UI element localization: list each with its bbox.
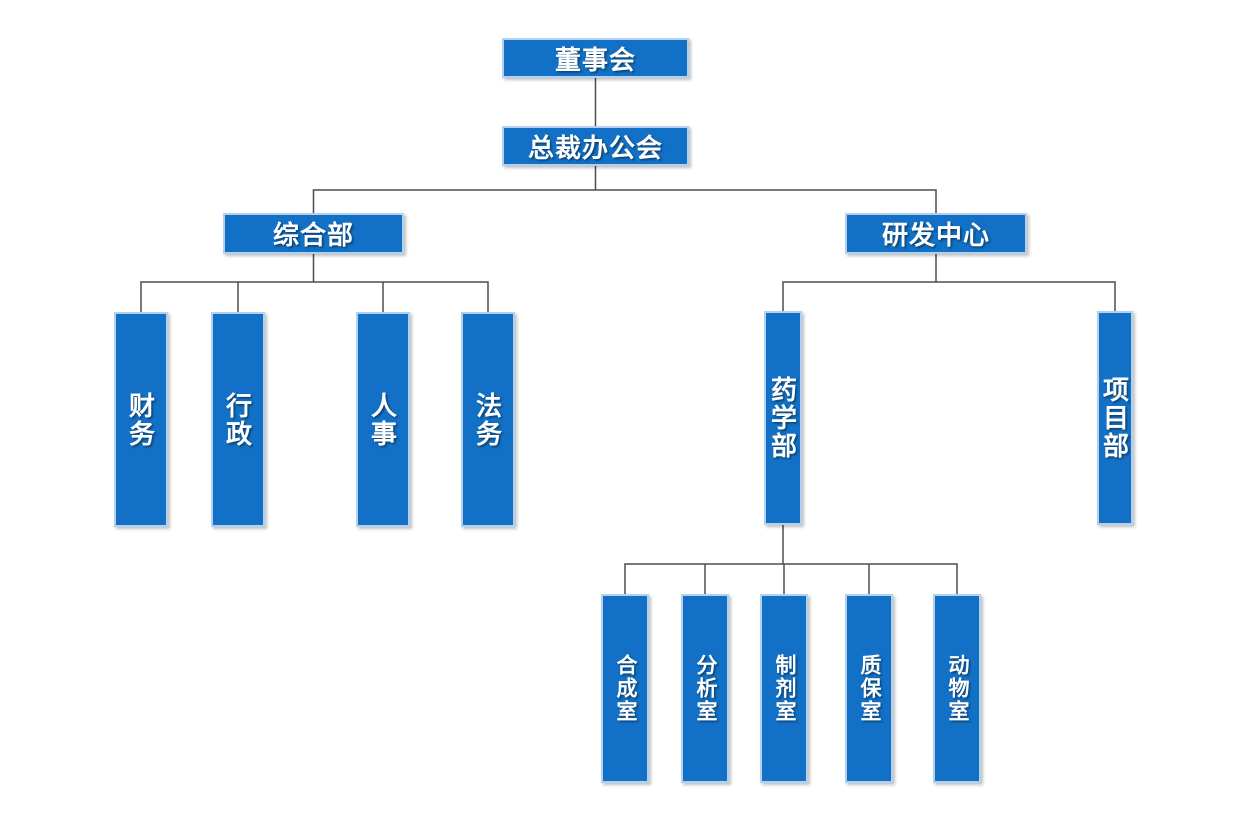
node-general-dept-label: 综合部 [272, 220, 354, 250]
node-rd-center: 研发中心 [845, 213, 1027, 254]
node-synthesis-room-label: 合成室 [614, 654, 637, 723]
node-analysis-room-label: 分析室 [694, 654, 717, 723]
connector-pharmacy-branch [624, 563, 958, 594]
connector-president-branch [312, 189, 937, 213]
node-general-dept: 综合部 [223, 213, 404, 254]
node-finance-label: 财务 [125, 391, 156, 448]
node-qa-room-label: 质保室 [858, 654, 881, 723]
connector-rd-branch [782, 281, 1116, 311]
node-hr-label: 人事 [367, 391, 398, 448]
node-formulation-room-label: 制剂室 [773, 654, 796, 723]
node-analysis-room: 分析室 [681, 594, 729, 783]
node-board-label: 董事会 [554, 44, 636, 75]
node-legal: 法务 [461, 312, 515, 527]
node-qa-room: 质保室 [845, 594, 893, 783]
node-rd-center-label: 研发中心 [881, 220, 990, 250]
node-admin-label: 行政 [222, 391, 253, 448]
node-hr: 人事 [356, 312, 410, 527]
node-finance: 财务 [114, 312, 168, 527]
node-synthesis-room: 合成室 [601, 594, 649, 783]
node-pharmacy-dept: 药学部 [764, 311, 802, 525]
node-president-office: 总裁办公会 [502, 126, 689, 166]
node-president-office-label: 总裁办公会 [527, 132, 663, 163]
node-animal-room: 动物室 [933, 594, 981, 783]
connector-general-branch [140, 281, 489, 312]
node-legal-label: 法务 [472, 391, 503, 448]
node-project-dept-label: 项目部 [1099, 376, 1130, 460]
node-board: 董事会 [502, 38, 689, 78]
node-formulation-room: 制剂室 [760, 594, 808, 783]
node-project-dept: 项目部 [1097, 311, 1133, 525]
node-pharmacy-dept-label: 药学部 [767, 376, 798, 460]
node-animal-room-label: 动物室 [946, 654, 969, 723]
node-admin: 行政 [211, 312, 265, 527]
